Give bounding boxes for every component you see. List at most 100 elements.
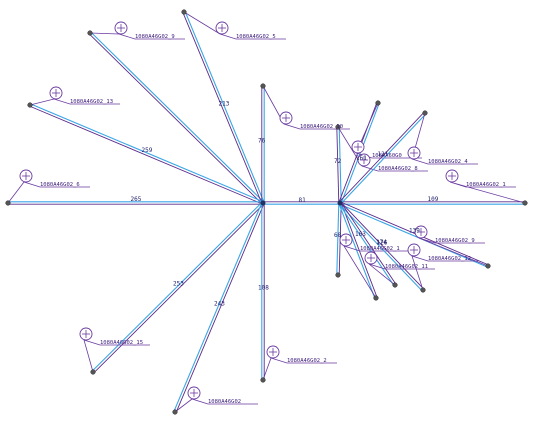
terminal-b17 [392, 282, 398, 288]
connector-symbol-b17 [364, 251, 378, 265]
branch-b12-blue [340, 113, 427, 205]
connector-symbol-b7 [187, 386, 201, 400]
tag-label-b9: 1080A46G02_1 [466, 182, 506, 188]
branch-b13-purple [340, 201, 489, 266]
connector-symbol-b9 [445, 169, 459, 183]
connector-symbol-b6 [79, 327, 93, 341]
branch-b15-blue [338, 203, 376, 299]
terminal-b5 [5, 200, 11, 206]
leader-b2 [183, 11, 286, 40]
hub-hubB [337, 200, 343, 206]
connector-symbol-b3 [49, 86, 63, 100]
connector-symbol-b13 [414, 225, 428, 239]
hub-hubA [260, 200, 266, 206]
connector-symbol-b16 [407, 243, 421, 257]
branch-b13-blue [339, 203, 488, 268]
length-label-b14: 68 [334, 232, 342, 239]
terminal-b2 [181, 9, 187, 15]
length-label-b12: 121 [378, 151, 389, 158]
terminal-b12 [422, 110, 428, 116]
branch-b16-purple [340, 201, 425, 290]
terminal-b10 [335, 124, 341, 130]
length-label-b2: 213 [219, 101, 230, 108]
branch-b1-purple [88, 33, 263, 205]
label-layer: 811080A46G02_92131080A46G02_52591080A46G… [40, 34, 506, 405]
connector-symbol-layer [5, 9, 528, 415]
terminal-b13 [485, 263, 491, 269]
tag-label-b12: 1080A46G02_4 [428, 159, 468, 165]
length-label-b5: 265 [131, 196, 142, 203]
branch-b12-purple [338, 111, 425, 203]
terminal-b6 [90, 369, 96, 375]
branch-b3-blue [30, 103, 264, 203]
branch-b3-purple [29, 105, 263, 205]
branch-b10-purple [336, 127, 340, 204]
leader-b9 [449, 181, 526, 204]
tag-label-b13: 1080A46G02_9 [435, 238, 475, 244]
cable-layer [7, 11, 526, 413]
branch-b2-purple [182, 12, 263, 204]
leader-b10 [337, 126, 428, 172]
tag-label-b15: 1080A46G02_1 [360, 246, 400, 252]
terminal-b1 [87, 30, 93, 36]
tag-label-b6: 1080A46G02_15 [100, 340, 143, 346]
branch-b6-blue [91, 201, 263, 372]
connector-symbol-b8 [266, 345, 280, 359]
branch-b11-blue [340, 103, 380, 204]
branch-b17-purple [340, 202, 397, 285]
branch-b17-blue [338, 203, 395, 286]
tag-label-b17: 1080A46G02_11 [385, 264, 428, 270]
connector-symbol-b5 [19, 169, 33, 183]
branch-b1-blue [90, 31, 265, 203]
terminal-b7 [172, 409, 178, 415]
terminal-b16 [420, 287, 426, 293]
length-label-b13: 139 [409, 228, 420, 235]
leader-b7 [174, 398, 258, 413]
connector-symbol-b12 [407, 146, 421, 160]
tag-label-b1: 1080A46G02_9 [135, 34, 175, 40]
connector-symbol-b11 [351, 140, 365, 154]
connector-symbol-b10 [357, 153, 371, 167]
branch-b15-purple [340, 202, 378, 298]
extra-label-1: 174 [376, 239, 387, 246]
length-label-b8: 108 [258, 285, 269, 292]
tag-label-b8: 1080A46G02_2 [287, 358, 327, 364]
leader-b16 [411, 255, 478, 291]
length-label-b16: 126 [377, 240, 388, 247]
terminal-b14 [335, 272, 341, 278]
terminal-b9 [522, 200, 528, 206]
leader-b8 [262, 357, 337, 381]
leader-b1 [89, 32, 185, 40]
length-label-b7: 243 [214, 301, 225, 308]
branch-b6-purple [93, 203, 265, 374]
extra-label-2: 163 [355, 231, 366, 238]
leader-b3 [29, 98, 120, 106]
leader-b5 [7, 181, 90, 204]
trunk-length-label: 81 [299, 197, 307, 204]
leader-b12 [411, 112, 478, 165]
tag-label-b11: 1080X60G0 [372, 153, 402, 159]
terminal-b15 [373, 295, 379, 301]
branch-b2-blue [184, 11, 265, 203]
branch-b14-blue [336, 202, 340, 275]
terminal-b4 [260, 83, 266, 89]
tag-label-b2: 1080A46G02_5 [236, 34, 276, 40]
connector-symbol-b2 [215, 21, 229, 35]
leader-b6 [83, 339, 150, 373]
length-label-b10: 72 [334, 158, 342, 165]
leader-b4 [262, 85, 350, 130]
branch-b16-blue [338, 203, 423, 292]
connector-symbol-b4 [279, 111, 293, 125]
branch-b10-blue [338, 126, 342, 203]
length-label-b4: 76 [258, 138, 266, 145]
leader-b17 [368, 263, 435, 286]
terminal-b8 [260, 377, 266, 383]
branch-b7-blue [173, 202, 263, 412]
tag-label-b16: 1080A46G02_12 [428, 256, 471, 262]
connector-symbol-b1 [114, 21, 128, 35]
leader-b15 [343, 245, 410, 299]
leader-b13 [418, 237, 489, 267]
tag-label-b5: 1080A46G02_6 [40, 182, 80, 188]
length-label-b9: 109 [428, 196, 439, 203]
